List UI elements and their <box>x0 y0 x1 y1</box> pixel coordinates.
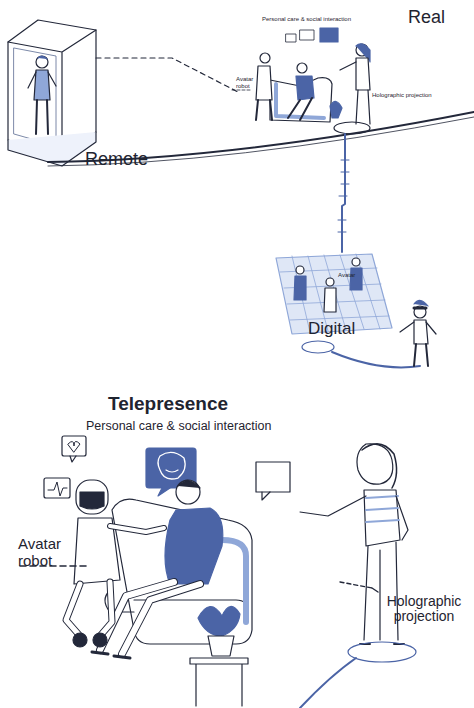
panel-heading: Telepresence <box>108 394 228 415</box>
real-digital-link <box>338 134 349 252</box>
real-scene <box>256 28 370 134</box>
part-label: Avatar robot <box>236 76 262 89</box>
part-label: Avatar robot <box>18 536 80 569</box>
digital-scene <box>276 254 436 367</box>
remote-link <box>96 58 238 92</box>
leader-line <box>232 90 250 91</box>
scene-label: Personal care & social interaction <box>262 16 351 23</box>
telepresence-detail <box>20 436 416 708</box>
part-label: Avatar <box>338 272 355 279</box>
part-label: Holographic projection <box>372 92 432 99</box>
holographic-person <box>300 444 416 708</box>
avatar-robot <box>66 480 164 647</box>
scene-title: Digital <box>308 320 355 339</box>
panel-subheading: Personal care & social interaction <box>86 420 272 434</box>
scene-title: Remote <box>85 150 148 170</box>
remote-booth <box>8 20 96 166</box>
scene-title: Real <box>408 8 445 28</box>
part-label: Holographic projection <box>374 594 474 625</box>
